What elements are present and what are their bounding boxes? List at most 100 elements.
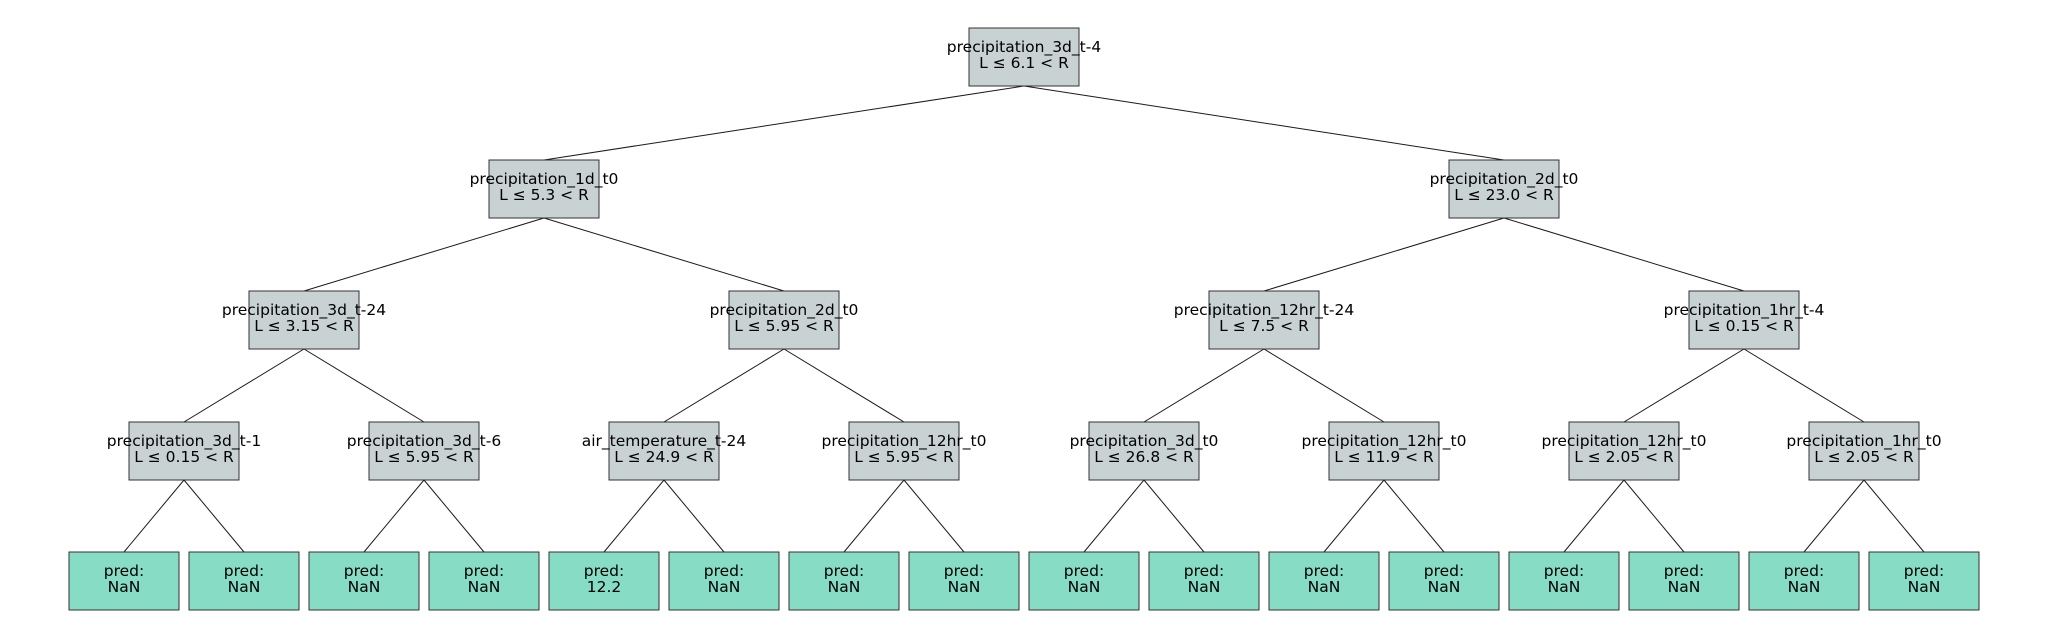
tree-edge-5 xyxy=(303,348,425,423)
leaf-box xyxy=(1388,551,1500,611)
tree-edge-0 xyxy=(543,85,1025,161)
tree-edge-27 xyxy=(1743,348,1865,423)
tree-edge-21 xyxy=(1323,479,1385,553)
leaf-pred-label: pred: xyxy=(224,562,264,580)
tree-edge-18 xyxy=(1083,479,1145,553)
split-feature-label: precipitation_1hr_t-4 xyxy=(1664,301,1825,320)
tree-edge-29 xyxy=(1863,479,1925,553)
split-feature-label: precipitation_12hr_t0 xyxy=(1301,432,1466,451)
split-rule-label: L ≤ 23.0 < R xyxy=(1454,186,1554,204)
leaf-box xyxy=(68,551,180,611)
split-node: precipitation_12hr_t0L ≤ 11.9 < R xyxy=(1301,421,1467,481)
split-rule-label: L ≤ 26.8 < R xyxy=(1094,448,1194,466)
leaf-pred-value: 12.2 xyxy=(587,578,622,596)
leaf-pred-value: NaN xyxy=(1188,578,1221,596)
tree-edge-3 xyxy=(123,479,185,553)
leaf-pred-label: pred: xyxy=(1904,562,1944,580)
split-box xyxy=(1208,290,1320,350)
split-node: precipitation_3d_t-6L ≤ 5.95 < R xyxy=(347,421,501,481)
split-node: precipitation_12hr_t-24L ≤ 7.5 < R xyxy=(1174,290,1354,350)
leaf-node: pred:12.2 xyxy=(548,551,660,611)
leaf-pred-value: NaN xyxy=(348,578,381,596)
tree-edge-6 xyxy=(363,479,425,553)
leaf-node: pred:NaN xyxy=(1388,551,1500,611)
split-box xyxy=(488,159,600,219)
split-feature-label: precipitation_2d_t0 xyxy=(710,301,859,320)
split-rule-label: L ≤ 5.95 < R xyxy=(854,448,954,466)
tree-edge-12 xyxy=(783,348,905,423)
leaf-node: pred:NaN xyxy=(188,551,300,611)
leaf-pred-value: NaN xyxy=(1788,578,1821,596)
leaf-pred-label: pred: xyxy=(1784,562,1824,580)
leaf-node: pred:NaN xyxy=(788,551,900,611)
tree-edge-1 xyxy=(303,217,545,292)
split-node: precipitation_1d_t0L ≤ 5.3 < R xyxy=(470,159,619,219)
split-rule-label: L ≤ 0.15 < R xyxy=(1694,317,1794,335)
leaf-pred-label: pred: xyxy=(824,562,864,580)
tree-edge-26 xyxy=(1623,479,1685,553)
leaf-pred-label: pred: xyxy=(1304,562,1344,580)
split-node: precipitation_1hr_t-4L ≤ 0.15 < R xyxy=(1664,290,1825,350)
leaf-node: pred:NaN xyxy=(1748,551,1860,611)
leaf-pred-value: NaN xyxy=(708,578,741,596)
split-feature-label: precipitation_3d_t-6 xyxy=(347,432,501,451)
split-feature-label: precipitation_12hr_t-24 xyxy=(1174,301,1354,320)
split-box xyxy=(1688,290,1800,350)
split-box xyxy=(728,290,840,350)
split-box xyxy=(128,421,240,481)
tree-edge-23 xyxy=(1503,217,1745,292)
split-feature-label: precipitation_1d_t0 xyxy=(470,170,619,189)
leaf-pred-value: NaN xyxy=(1908,578,1941,596)
tree-edge-9 xyxy=(663,348,785,423)
leaf-pred-label: pred: xyxy=(1544,562,1584,580)
leaf-node: pred:NaN xyxy=(1028,551,1140,611)
tree-edge-16 xyxy=(1263,217,1505,292)
split-box xyxy=(848,421,960,481)
leaf-pred-label: pred: xyxy=(944,562,984,580)
tree-edge-7 xyxy=(423,479,485,553)
split-feature-label: precipitation_3d_t-1 xyxy=(107,432,261,451)
split-node: precipitation_3d_t-1L ≤ 0.15 < R xyxy=(107,421,261,481)
tree-edge-4 xyxy=(183,479,245,553)
split-rule-label: L ≤ 0.15 < R xyxy=(134,448,234,466)
leaf-box xyxy=(1028,551,1140,611)
leaf-box xyxy=(1268,551,1380,611)
leaf-pred-label: pred: xyxy=(1064,562,1104,580)
split-box xyxy=(368,421,480,481)
tree-nodes: precipitation_3d_t-4L ≤ 6.1 < Rprecipita… xyxy=(68,27,1980,611)
split-node: precipitation_2d_t0L ≤ 23.0 < R xyxy=(1430,159,1578,219)
leaf-pred-label: pred: xyxy=(1184,562,1224,580)
split-rule-label: L ≤ 2.05 < R xyxy=(1574,448,1674,466)
split-node: air_temperature_t-24L ≤ 24.9 < R xyxy=(582,421,746,481)
tree-edge-15 xyxy=(1023,85,1505,161)
leaf-pred-label: pred: xyxy=(464,562,504,580)
split-node: precipitation_12hr_t0L ≤ 5.95 < R xyxy=(821,421,987,481)
leaf-box xyxy=(788,551,900,611)
tree-edge-10 xyxy=(603,479,665,553)
tree-edge-17 xyxy=(1143,348,1265,423)
split-box xyxy=(1328,421,1440,481)
leaf-node: pred:NaN xyxy=(908,551,1020,611)
split-feature-label: precipitation_3d_t0 xyxy=(1070,432,1219,451)
split-box xyxy=(1808,421,1920,481)
leaf-node: pred:NaN xyxy=(428,551,540,611)
leaf-node: pred:NaN xyxy=(1628,551,1740,611)
split-rule-label: L ≤ 2.05 < R xyxy=(1814,448,1914,466)
leaf-pred-label: pred: xyxy=(104,562,144,580)
split-box xyxy=(1568,421,1680,481)
leaf-box xyxy=(548,551,660,611)
tree-edges xyxy=(123,85,1925,553)
leaf-node: pred:NaN xyxy=(1508,551,1620,611)
leaf-box xyxy=(1868,551,1980,611)
split-node: precipitation_12hr_t0L ≤ 2.05 < R xyxy=(1541,421,1707,481)
leaf-node: pred:NaN xyxy=(1268,551,1380,611)
split-rule-label: L ≤ 24.9 < R xyxy=(614,448,714,466)
split-box xyxy=(248,290,360,350)
tree-edge-25 xyxy=(1563,479,1625,553)
tree-edge-28 xyxy=(1803,479,1865,553)
split-rule-label: L ≤ 5.3 < R xyxy=(499,186,589,204)
split-rule-label: L ≤ 11.9 < R xyxy=(1334,448,1434,466)
split-node: precipitation_3d_t0L ≤ 26.8 < R xyxy=(1070,421,1219,481)
leaf-node: pred:NaN xyxy=(308,551,420,611)
